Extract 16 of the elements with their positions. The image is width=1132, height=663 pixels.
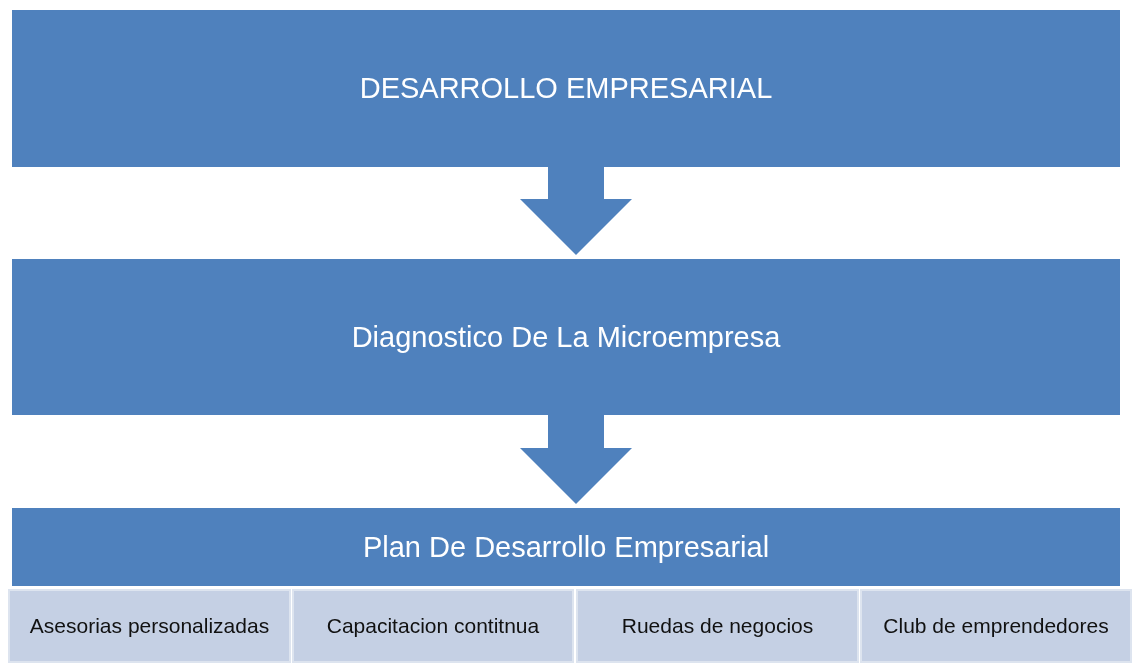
box-label: Plan De Desarrollo Empresarial xyxy=(362,530,770,564)
process-box xyxy=(12,259,1120,415)
box-label: Capacitacion contitnua xyxy=(326,613,540,639)
item-box xyxy=(860,589,1132,663)
item-box xyxy=(576,589,859,663)
box-label: Club de emprendedores xyxy=(883,613,1109,639)
block-arrow xyxy=(520,167,632,255)
box-label: DESARROLLO EMPRESARIAL xyxy=(359,72,773,105)
item-box xyxy=(8,589,291,663)
box-label: Asesorias personalizadas xyxy=(29,613,270,639)
process-box xyxy=(12,10,1120,167)
block-arrow xyxy=(520,415,632,504)
box-label: Ruedas de negocios xyxy=(621,613,814,639)
item-box xyxy=(292,589,574,663)
box-label: Diagnostico De La Microempresa xyxy=(351,320,781,354)
process-box xyxy=(12,508,1120,586)
